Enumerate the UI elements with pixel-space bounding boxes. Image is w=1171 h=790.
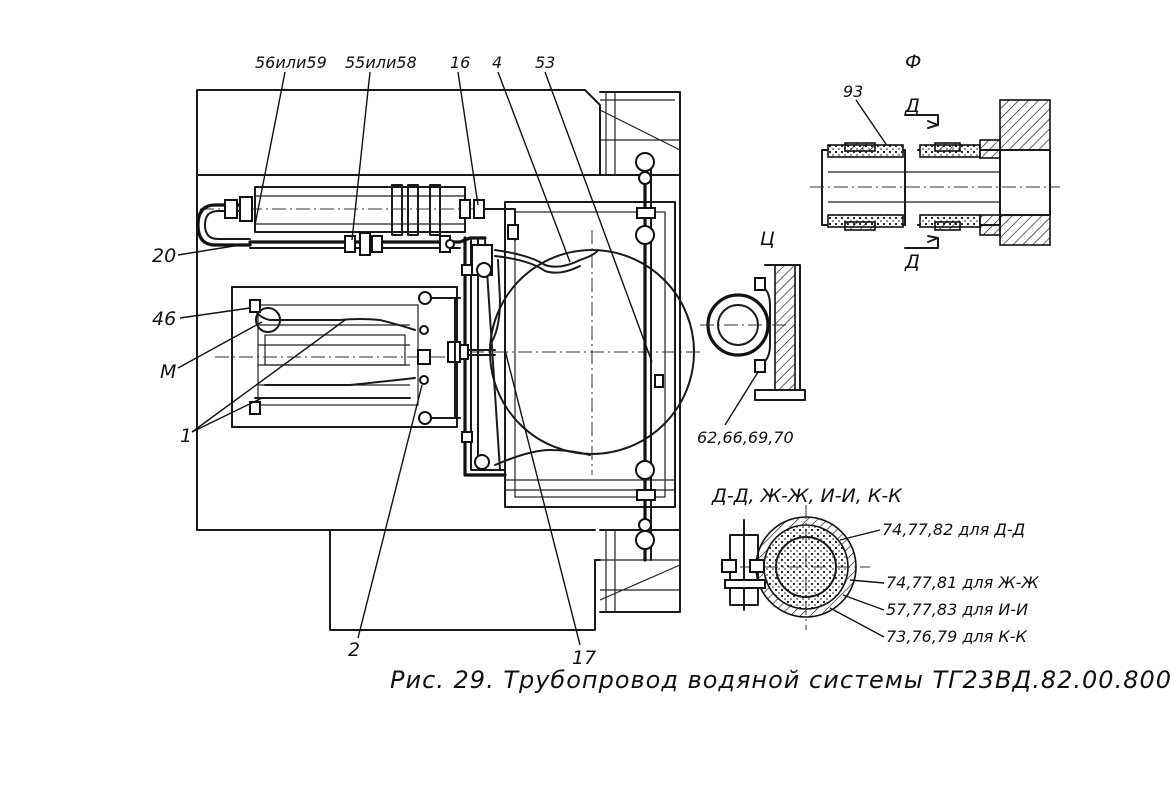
main-view [196, 89, 700, 631]
callout-55-or-58: 55или58 [345, 53, 417, 72]
ribbed-wall-bottom [599, 529, 681, 613]
callout-16: 16 [450, 53, 470, 72]
view-f: Ф 93 Д Д [810, 51, 1060, 273]
view-ts-parts: 62,66,69,70 [697, 428, 794, 447]
section-row-3: 73,76,79 для К-К [886, 627, 1027, 646]
view-ts: Ц 62,66,69,70 [697, 228, 806, 447]
section-row-1: 74,77,81 для Ж-Ж [886, 573, 1039, 592]
supply-pipe [248, 236, 487, 244]
callout-17: 17 [572, 647, 596, 669]
body-contour [196, 89, 601, 176]
top-cylinder [254, 186, 466, 233]
u-bend-pipe [196, 203, 252, 247]
view-f-section-top: Д [904, 95, 920, 117]
view-f-title: Ф [905, 51, 921, 73]
callout-56-or-59: 56или59 [255, 53, 327, 72]
sections-title: Д-Д, Ж-Ж, И-И, К-К [711, 485, 903, 507]
callout-1: 1 [180, 425, 192, 447]
main-housing [504, 201, 676, 508]
view-ts-title: Ц [760, 228, 775, 250]
sections-view: Д-Д, Ж-Ж, И-И, К-К 74,77,82 для Д-Д 74,7… [711, 485, 1039, 646]
figure-caption: Рис. 29. Трубопровод водяной системы ТГ2… [390, 666, 1171, 694]
pipe-4 [494, 249, 599, 268]
view-f-section-bottom: Д [904, 251, 920, 273]
section-row-0: 74,77,82 для Д-Д [882, 520, 1025, 539]
section-row-2: 57,77,83 для И-И [886, 600, 1028, 619]
manifold-left [463, 236, 507, 477]
callout-2: 2 [348, 639, 360, 661]
callout-4: 4 [492, 53, 502, 72]
callouts: 56или59 55или58 16 4 53 20 46 М 1 2 17 [152, 53, 653, 669]
callout-20: 20 [152, 245, 176, 267]
body-lower-contour [196, 174, 601, 631]
pipe-17 [494, 449, 591, 466]
callout-46: 46 [152, 308, 176, 330]
callout-53: 53 [535, 53, 555, 72]
view-f-label-93: 93 [843, 82, 863, 101]
callout-M: М [160, 361, 176, 383]
